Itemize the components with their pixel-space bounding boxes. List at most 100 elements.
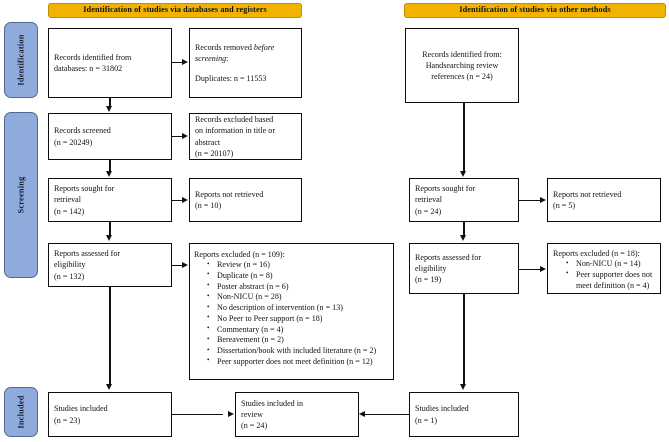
records-removed-line2-em: screening [195,53,227,63]
studies-review-line2: review [241,409,264,419]
records-identified-line1: Records identified from [54,52,132,62]
r-assess-line1: Reports assessed for [415,252,482,262]
records-removed-line1-em: before [253,42,275,52]
r-studies-line2: (n = 1) [415,415,438,425]
stage-tab-identification: Identification [4,22,38,98]
connector-screened-to-sought [109,160,111,172]
box-records-identified-handsearching: Records identified from: Handsearching r… [405,28,519,103]
connector-assessed-to-included [109,287,111,384]
connector-identified-to-removed [172,62,183,64]
reports-sought-line3: (n = 142) [54,206,85,216]
arrowhead-sought-to-assessed [106,235,113,241]
reports-sought-line1: Reports sought for [54,184,115,194]
r-notret-line2: (n = 5) [553,201,576,210]
studies-review-line1: Studies included in [241,398,304,408]
stage-tab-screening: Screening [4,112,38,278]
box-reports-assessed-eligibility: Reports assessed for eligibility (n = 13… [48,243,172,287]
banner-other-methods-label: Identification of studies via other meth… [459,5,611,15]
box-reports-assessed-eligibility-other: Reports assessed for eligibility (n = 19… [409,243,519,294]
records-screened-line2: (n = 20249) [54,137,93,147]
list-item: Non-NICU (n = 14) [566,259,655,270]
box-studies-included-in-review: Studies included in review (n = 24) [235,392,359,437]
arrowhead-sought-to-notretrieved-other [540,196,546,203]
connector-handsearch-to-sought [463,103,465,171]
records-excluded-line3: abstract [195,137,221,147]
connector-assessed-to-excludedlist [172,265,183,267]
box-records-excluded: Records excluded based on information in… [189,113,302,160]
list-item: No description of intervention (n = 13) [207,303,388,314]
box-reports-sought-retrieval-other: Reports sought for retrieval (n = 24) [409,178,519,222]
connector-sought-to-notretrieved [172,200,183,202]
r-excl-items: Non-NICU (n = 14) Peer supporter does no… [553,259,655,291]
studies-included-left-line2: (n = 23) [54,415,81,425]
records-removed-line2-post: : [226,53,229,63]
box-studies-included-databases: Studies included (n = 23) [48,392,172,437]
reports-assessed-line2: eligibility [54,260,86,270]
box-records-screened: Records screened (n = 20249) [48,113,172,160]
connector-assessed-to-excludedlist-other [519,269,541,271]
r-sought-line1: Reports sought for [415,184,476,194]
box-reports-excluded-list: Reports excluded (n = 109): Review (n = … [189,243,394,380]
arrowhead-screened-to-sought [106,171,113,177]
r-studies-line1: Studies included [415,404,469,414]
r-assess-line2: eligibility [415,263,447,273]
studies-review-line3: (n = 24) [241,421,268,431]
list-item: Duplicate (n = 8) [207,270,388,282]
records-removed-line1-pre: Records removed [195,42,254,52]
reports-assessed-line3: (n = 132) [54,271,85,281]
records-screened-line1: Records screened [54,126,111,136]
records-hand-line1: Records identified from: [422,49,502,59]
list-item: Commentary (n = 4) [207,324,388,336]
stage-tab-included: Included [4,387,38,437]
records-excluded-line4: (n = 20107) [195,148,234,158]
arrowhead-assessed-to-excludedlist-other [540,265,546,272]
arrowhead-assessed-to-excludedlist [182,261,188,268]
reports-not-retrieved-line1: Reports not retrieved [195,189,264,199]
list-item: Poster abstract (n = 6) [207,281,388,293]
box-records-removed-before-screening: Records removed before screening: Duplic… [189,28,302,98]
arrowhead-screened-to-excluded [182,132,188,139]
arrowhead-sought-to-assessed-other [460,235,467,241]
connector-sought-to-assessed [109,222,111,235]
r-sought-line2: retrieval [415,195,442,205]
arrowhead-handsearch-to-sought [460,171,467,177]
connector-assessed-to-included-other [463,294,465,384]
arrowhead-included-to-review [228,410,234,417]
stage-tab-screening-label: Screening [16,176,26,214]
box-reports-not-retrieved-other: Reports not retrieved (n = 5) [547,178,661,222]
list-item: Review (n = 16) [207,260,388,271]
reports-excluded-heading: Reports excluded (n = 109): [194,250,285,259]
list-item: Peer supporter does not meet definition … [566,269,655,292]
box-records-identified-databases: Records identified from databases: n = 3… [48,28,172,98]
connector-screened-to-excluded [172,136,183,138]
records-identified-line2: databases: n = 31802 [54,64,123,73]
reports-sought-line2: retrieval [54,195,81,205]
banner-databases-registers: Identification of studies via databases … [48,3,302,18]
arrowhead-identified-to-removed [182,58,188,65]
studies-included-left-line1: Studies included [54,404,108,414]
box-reports-sought-retrieval: Reports sought for retrieval (n = 142) [48,178,172,222]
list-item: No Peer to Peer support (n = 18) [207,313,388,325]
banner-other-methods: Identification of studies via other meth… [404,3,666,18]
list-item: Peer supporter does not meet definition … [207,356,388,368]
banner-databases-registers-label: Identification of studies via databases … [83,5,267,15]
connector-included-other-to-review [364,414,409,416]
arrowhead-assessed-to-included [106,384,113,390]
r-notret-line1: Reports not retrieved [553,189,622,199]
arrowhead-assessed-to-included-other [460,384,467,390]
list-item: Non-NICU (n = 28) [207,292,388,303]
records-removed-line1: Records removed before [195,42,296,53]
stage-tab-included-label: Included [16,395,26,429]
connector-included-to-review [172,414,223,416]
connector-sought-to-assessed-other [463,222,465,235]
r-excl-heading: Reports excluded (n = 18): [553,249,640,258]
records-excluded-line1: Records excluded based [195,115,274,125]
records-excluded-line2: on information in title or [195,126,276,136]
box-reports-excluded-list-other: Reports excluded (n = 18): Non-NICU (n =… [547,243,661,294]
records-hand-line3: references (n = 24) [431,72,493,82]
connector-sought-to-notretrieved-other [519,200,541,202]
records-removed-line2: screening: [195,53,296,64]
r-sought-line3: (n = 24) [415,206,442,216]
reports-assessed-line1: Reports assessed for [54,249,121,259]
